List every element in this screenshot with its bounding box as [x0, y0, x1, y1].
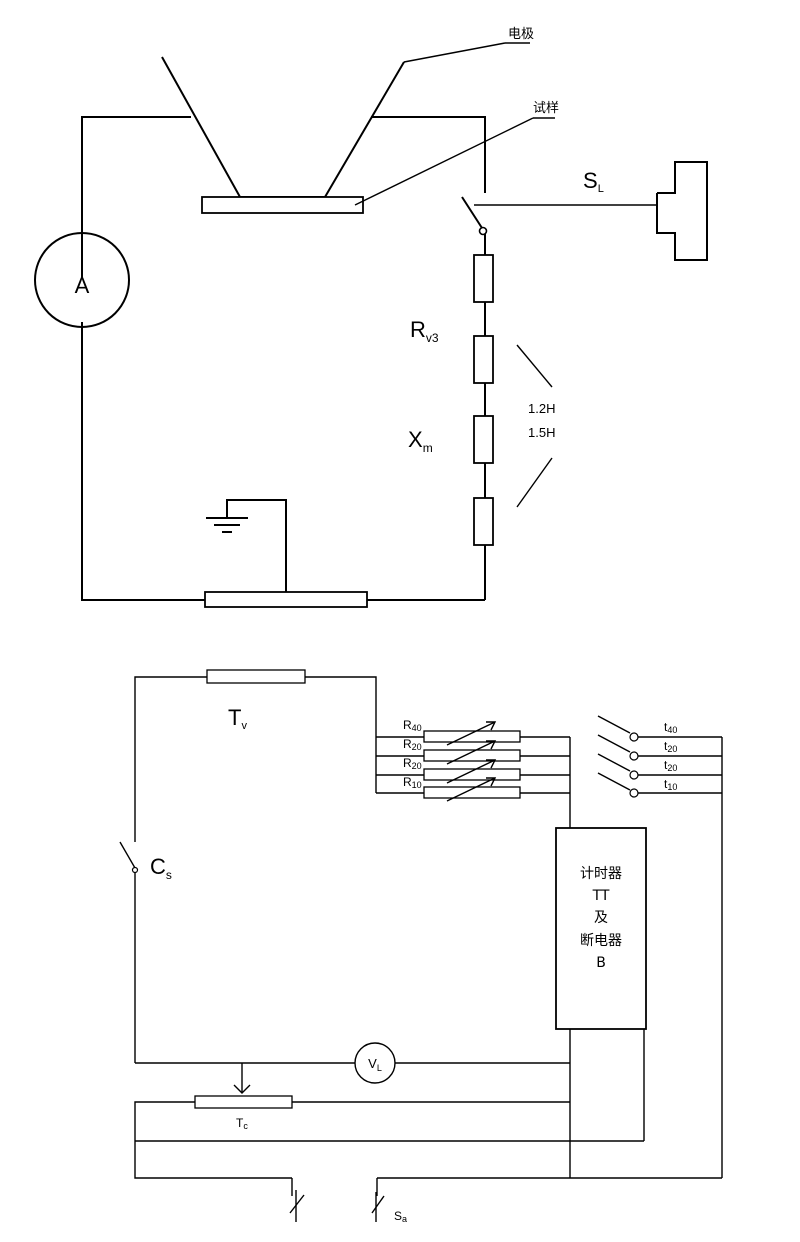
- timer-line-1: 计时器: [580, 866, 622, 882]
- inductance-value-2: 1.5H: [528, 425, 555, 440]
- specimen-pointer: [354, 117, 534, 206]
- electrode-label: 电极: [508, 27, 534, 42]
- switch-sl-pivot: [478, 226, 488, 236]
- transformer-tv: [206, 669, 306, 684]
- brace-lower: [516, 457, 553, 508]
- switch-cs-label: Cs: [150, 854, 172, 882]
- ammeter: [34, 232, 130, 328]
- rheostat-4-label: R10: [403, 775, 422, 790]
- timer-line-3: 及: [594, 910, 608, 926]
- timer-line-2: TT: [592, 888, 610, 904]
- brace-upper: [516, 344, 553, 388]
- wire-tv-right: [305, 676, 377, 793]
- switch-cs-blade: [119, 841, 136, 869]
- rheostat-1-label: R40: [403, 718, 422, 733]
- wire-top-right: [371, 116, 486, 193]
- resistor-label: Rv3: [410, 317, 439, 345]
- top-circuit: 电极 试样 A SL Rv3 Xm 1.2H 1.5H: [34, 27, 708, 608]
- bottom-circuit: Cs Tv R40 R20 R20 R10: [119, 669, 723, 1224]
- resistor-4: [473, 497, 494, 546]
- timer-breaker-box: [555, 827, 647, 1030]
- timer-line-5: B: [596, 955, 606, 971]
- contact-3-label: t20: [664, 758, 677, 773]
- wire-top-left: [81, 116, 191, 278]
- resistor-2: [473, 335, 494, 384]
- contact-1-label: t40: [664, 720, 677, 735]
- contact-4-label: t10: [664, 777, 677, 792]
- specimen-label: 试样: [533, 101, 559, 116]
- switch-sl-blade: [461, 196, 483, 229]
- transformer-tv-label: Tv: [228, 705, 247, 732]
- switch-sl-label: SL: [583, 168, 604, 195]
- rheostat-3-label: R20: [403, 756, 422, 771]
- electrode-rods: [161, 56, 405, 198]
- timer-contacts: t40 t20 t20 t10: [597, 715, 723, 1178]
- rheostat-bank: R40 R20 R20 R10: [376, 718, 570, 802]
- timer-line-4: 断电器: [580, 933, 622, 949]
- resistor-1: [473, 254, 494, 303]
- wire-bottom-left: [81, 322, 205, 601]
- switch-sl-actuator: [656, 161, 708, 261]
- ground-wire: [226, 499, 287, 592]
- contact-2-label: t20: [664, 739, 677, 754]
- inductor-label: Xm: [408, 427, 433, 455]
- electrode-pointer: [403, 42, 506, 63]
- wire-left-upper: [134, 676, 207, 842]
- switch-sa: [371, 1195, 385, 1214]
- inductance-value-1: 1.2H: [528, 401, 555, 416]
- resistor-3: [473, 415, 494, 464]
- specimen-plate: [201, 196, 364, 214]
- bottom-electrode: [204, 591, 368, 608]
- voltmeter-vl-label: VL: [368, 1056, 382, 1073]
- ammeter-label: A: [75, 273, 90, 298]
- tc-label: Tc: [236, 1116, 248, 1131]
- switch-bottom-left: [289, 1194, 305, 1214]
- switch-sa-label: Sa: [394, 1209, 407, 1224]
- tc-element: [194, 1095, 293, 1109]
- rheostat-2-label: R20: [403, 737, 422, 752]
